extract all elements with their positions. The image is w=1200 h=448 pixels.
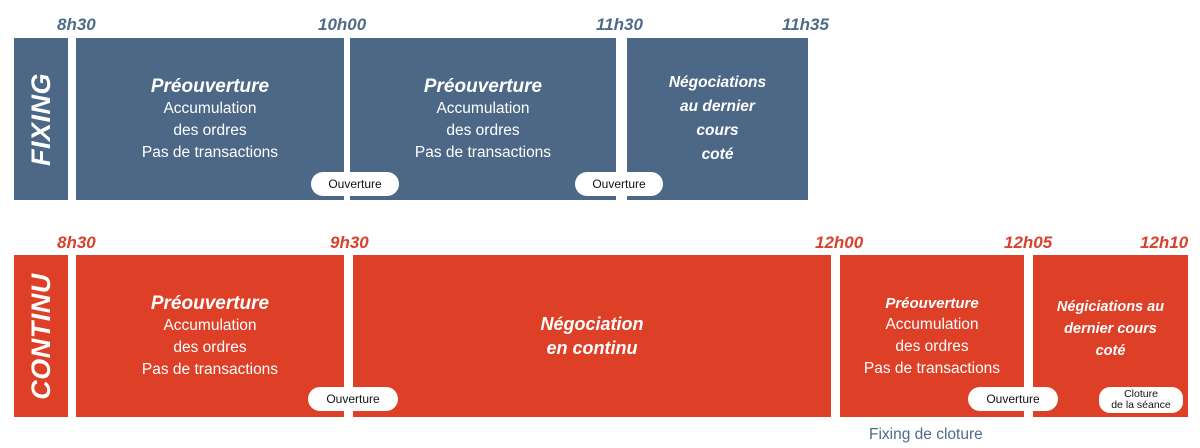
closing-fixing-caption: Fixing de cloture (869, 426, 983, 443)
fixing-opening-pill-1: Ouverture (311, 172, 399, 196)
block-line: des ordres (446, 121, 520, 139)
continu-continuous-trading-block: Négociation en continu (353, 255, 831, 417)
block-line: coté (701, 146, 734, 163)
continu-row-label: CONTINU (14, 255, 68, 417)
fixing-preopening-block-2: Préouverture Accumulation des ordres Pas… (350, 38, 616, 200)
fixing-time-11h35: 11h35 (782, 15, 829, 34)
block-line: Pas de transactions (141, 360, 279, 378)
block-line: cours (696, 122, 739, 139)
block-line: au dernier (680, 98, 755, 115)
fixing-last-price-block: Négociations au dernier cours coté (627, 38, 808, 200)
fixing-opening-pill-2: Ouverture (575, 172, 663, 196)
block-line: coté (1095, 343, 1126, 359)
block-line: Accumulation (163, 316, 257, 334)
block-line: des ordres (173, 121, 247, 139)
fixing-row-label: FIXING (14, 38, 68, 200)
continu-preopening-block-1: Préouverture Accumulation des ordres Pas… (76, 255, 344, 417)
block-line: Accumulation (436, 99, 530, 117)
block-line: Pas de transactions (863, 359, 1001, 377)
block-line: Négociations (668, 74, 767, 91)
block-line: Accumulation (885, 315, 979, 333)
block-line: Pas de transactions (141, 143, 279, 161)
continu-opening-pill-1: Ouverture (308, 387, 398, 411)
fixing-time-11h30: 11h30 (596, 15, 643, 34)
block-title: Préouverture (150, 75, 270, 97)
fixing-label-text: FIXING (25, 72, 56, 166)
fixing-time-10h00: 10h00 (318, 15, 367, 34)
block-line: dernier cours (1064, 321, 1157, 337)
fixing-time-8h30: 8h30 (57, 15, 96, 34)
block-line: Accumulation (163, 99, 257, 117)
continu-opening-pill-2: Ouverture (968, 387, 1058, 411)
block-line: des ordres (895, 337, 969, 355)
continu-preopening-block-2: Préouverture Accumulation des ordres Pas… (840, 255, 1024, 417)
block-title: Préouverture (423, 75, 543, 97)
closing-pill-line-2: de la séance (1111, 399, 1171, 411)
block-line: Négiciations au (1056, 299, 1165, 315)
continu-closing-pill: Cloture de la séance (1099, 387, 1183, 413)
continu-time-9h30: 9h30 (330, 233, 369, 252)
block-line: en continu (546, 338, 638, 358)
continu-label-text: CONTINU (25, 272, 56, 400)
fixing-preopening-block-1: Préouverture Accumulation des ordres Pas… (76, 38, 344, 200)
continu-time-8h30: 8h30 (57, 233, 96, 252)
continu-time-12h05: 12h05 (1004, 233, 1053, 252)
closing-pill-line-1: Cloture (1124, 388, 1158, 400)
block-line: Pas de transactions (414, 143, 552, 161)
continu-time-12h00: 12h00 (815, 233, 864, 252)
block-line: Négociation (540, 314, 644, 334)
block-title: Préouverture (885, 294, 979, 312)
block-title: Préouverture (150, 292, 270, 314)
block-line: des ordres (173, 338, 247, 356)
continu-time-12h10: 12h10 (1140, 233, 1189, 252)
